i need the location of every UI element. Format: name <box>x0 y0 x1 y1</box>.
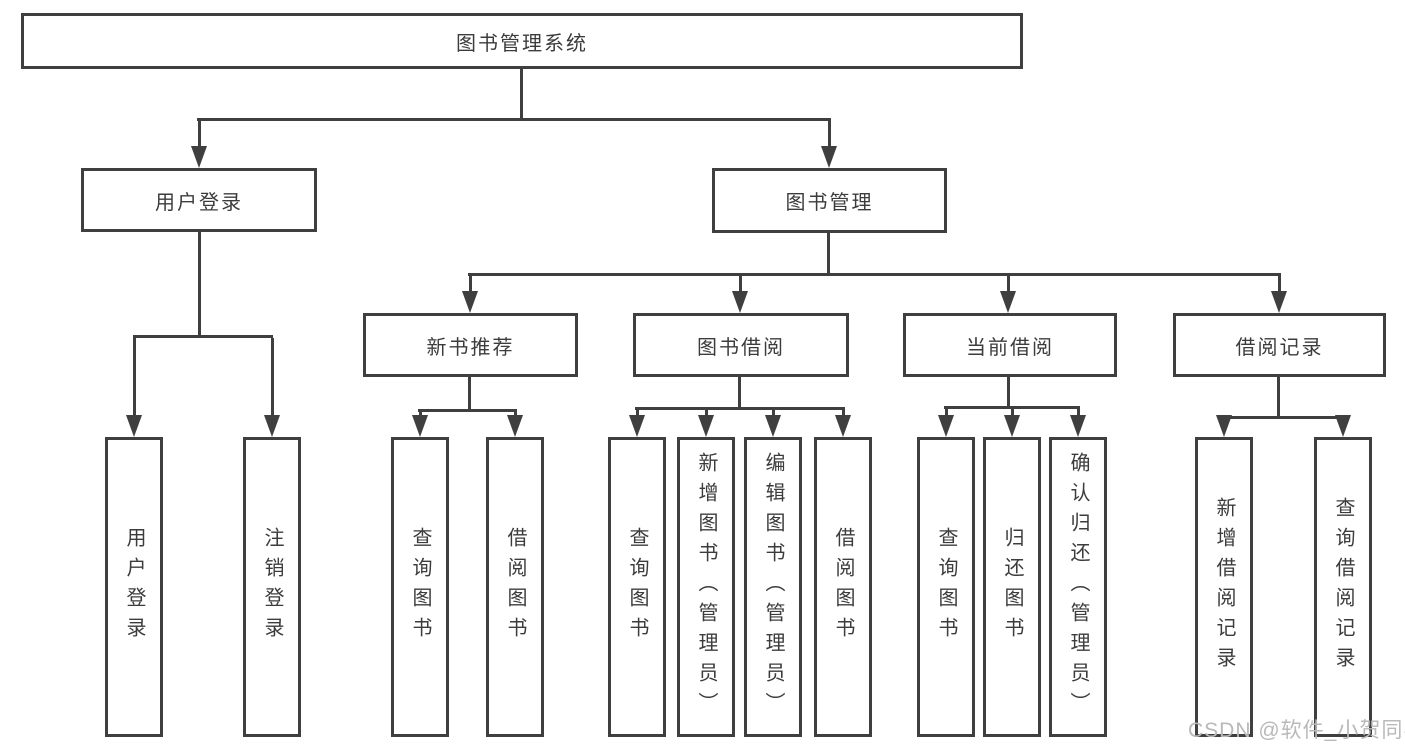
node-book-mgmt: 图书管理 <box>712 168 947 233</box>
node-current-borrow: 当前借阅 <box>903 313 1117 377</box>
shaft-to-leaf-logout <box>271 338 274 418</box>
node-borrow-record: 借阅记录 <box>1173 313 1386 377</box>
shaft-g2-leaf1 <box>636 410 639 418</box>
connector-level2-rail <box>197 118 831 121</box>
node-current-borrow-label: 当前借阅 <box>966 336 1054 359</box>
shaft-to-user-login <box>198 121 201 149</box>
node-book-borrow: 图书借阅 <box>633 313 849 377</box>
arrowhead-to-book-borrow-icon <box>732 291 748 313</box>
leaf-return-book: 归还图书 <box>983 437 1041 737</box>
node-user-login-label: 用户登录 <box>155 191 243 214</box>
node-user-login: 用户登录 <box>81 168 317 232</box>
shaft-g3-leaf1 <box>945 409 948 418</box>
connector-new-book-rail <box>418 409 517 412</box>
leaf-add-borrow-record: 新增借阅记录 <box>1195 437 1253 737</box>
arrowhead-to-current-borrow-icon <box>1000 291 1016 313</box>
leaf-borrow-book-1-label: 借阅图书 <box>504 527 526 647</box>
node-new-book-rec-label: 新书推荐 <box>426 336 515 359</box>
leaf-confirm-return-admin-label: 确认归还（管理员） <box>1067 452 1089 722</box>
leaf-borrow-book-2: 借阅图书 <box>814 437 872 737</box>
shaft-to-borrow-record <box>1278 276 1281 294</box>
leaf-logout-label: 注销登录 <box>261 527 283 647</box>
leaf-confirm-return-admin: 确认归还（管理员） <box>1049 437 1107 737</box>
node-root-label: 图书管理系统 <box>456 32 588 55</box>
connector-borrow-record-rail <box>1222 416 1345 419</box>
shaft-g2-leaf4 <box>842 410 845 418</box>
arrowhead-g4-leaf1-icon <box>1216 415 1232 437</box>
node-book-borrow-label: 图书借阅 <box>697 336 785 359</box>
shaft-g2-leaf3 <box>772 410 775 418</box>
arrowhead-to-leaf-user-login-icon <box>126 415 142 437</box>
connector-root-stem <box>520 69 523 121</box>
shaft-g2-leaf2 <box>705 410 708 418</box>
leaf-add-book-admin-label: 新增图书（管理员） <box>695 452 717 722</box>
arrowhead-g1-leaf1-icon <box>412 415 428 437</box>
node-root: 图书管理系统 <box>21 13 1023 69</box>
arrowhead-g2-leaf3-icon <box>765 415 781 437</box>
arrowhead-g4-leaf2-icon <box>1335 415 1351 437</box>
arrowhead-g2-leaf4-icon <box>835 415 851 437</box>
connector-new-book-stem <box>468 377 471 412</box>
leaf-query-book-2: 查询图书 <box>608 437 666 737</box>
leaf-add-borrow-record-label: 新增借阅记录 <box>1213 497 1235 677</box>
leaf-query-book-3: 查询图书 <box>917 437 975 737</box>
leaf-edit-book-admin: 编辑图书（管理员） <box>744 437 802 737</box>
shaft-to-new-book <box>469 276 472 294</box>
connector-current-borrow-rail <box>944 406 1080 409</box>
connector-book-borrow-rail <box>635 407 845 410</box>
arrowhead-g3-leaf3-icon <box>1070 415 1086 437</box>
leaf-query-book-3-label: 查询图书 <box>935 527 957 647</box>
connector-book-borrow-stem <box>738 377 741 410</box>
shaft-to-book-mgmt <box>828 121 831 149</box>
shaft-to-leaf-user-login <box>133 338 136 418</box>
leaf-edit-book-admin-label: 编辑图书（管理员） <box>762 452 784 722</box>
leaf-user-login-label: 用户登录 <box>123 527 145 647</box>
shaft-to-book-borrow <box>739 276 742 294</box>
connector-borrow-record-stem <box>1277 377 1280 419</box>
arrowhead-to-user-login-icon <box>191 146 207 168</box>
watermark: CSDN @软件_小贺同学 <box>1188 719 1405 742</box>
leaf-return-book-label: 归还图书 <box>1001 527 1023 647</box>
connector-user-login-stem <box>198 232 201 338</box>
shaft-g3-leaf3 <box>1077 409 1080 418</box>
arrowhead-to-new-book-icon <box>462 291 478 313</box>
connector-current-borrow-stem <box>1007 377 1010 409</box>
arrowhead-to-leaf-logout-icon <box>264 415 280 437</box>
leaf-query-borrow-record-label: 查询借阅记录 <box>1332 497 1354 677</box>
shaft-g3-leaf2 <box>1011 409 1014 418</box>
arrowhead-g3-leaf1-icon <box>938 415 954 437</box>
node-book-mgmt-label: 图书管理 <box>785 192 874 214</box>
leaf-logout: 注销登录 <box>243 437 301 737</box>
arrowhead-g2-leaf2-icon <box>698 415 714 437</box>
arrowhead-to-book-mgmt-icon <box>821 146 837 168</box>
arrowhead-to-borrow-record-icon <box>1271 291 1287 313</box>
connector-book-mgmt-stem <box>827 233 830 276</box>
connector-level3-rail <box>468 273 1281 276</box>
shaft-to-current-borrow <box>1007 276 1010 294</box>
arrowhead-g3-leaf2-icon <box>1004 415 1020 437</box>
leaf-add-book-admin: 新增图书（管理员） <box>677 437 735 737</box>
leaf-query-book-2-label: 查询图书 <box>626 527 648 647</box>
connector-user-login-rail <box>133 335 273 338</box>
node-new-book-rec: 新书推荐 <box>363 313 578 377</box>
node-borrow-record-label: 借阅记录 <box>1235 336 1324 359</box>
leaf-borrow-book-1: 借阅图书 <box>486 437 544 737</box>
leaf-query-borrow-record: 查询借阅记录 <box>1314 437 1372 737</box>
arrowhead-g2-leaf1-icon <box>629 415 645 437</box>
leaf-borrow-book-2-label: 借阅图书 <box>832 527 854 647</box>
leaf-query-book-1-label: 查询图书 <box>409 527 431 647</box>
leaf-query-book-1: 查询图书 <box>391 437 449 737</box>
leaf-user-login: 用户登录 <box>105 437 163 737</box>
arrowhead-g1-leaf2-icon <box>507 415 523 437</box>
